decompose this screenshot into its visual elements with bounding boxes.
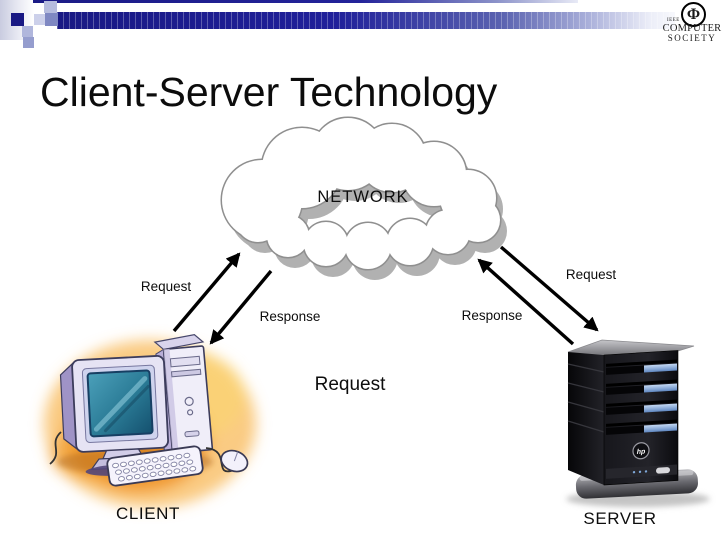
- server-request-label: Request: [565, 267, 617, 282]
- hp-logo: hp: [632, 442, 650, 460]
- client-computer-illustration: [44, 334, 256, 508]
- computer-text: COMPUTER: [662, 23, 722, 34]
- ieee-cs-emblem-icon: Φ: [681, 2, 706, 27]
- deco-square: [44, 1, 57, 13]
- client-node-label: CLIENT: [115, 504, 181, 523]
- network-label: NETWORK: [317, 188, 409, 206]
- server-front-panel: hp: [603, 350, 679, 486]
- client-monitor: [59, 355, 169, 477]
- server-response-label: Response: [461, 308, 523, 323]
- client-mouse: [220, 449, 249, 473]
- slide-title: Client-Server Technology: [40, 69, 498, 115]
- server-illustration: hp: [566, 339, 710, 507]
- deco-square: [34, 14, 45, 25]
- client-keyboard: [106, 445, 204, 487]
- client-tower: [153, 334, 214, 459]
- flow-arrows: [172, 245, 599, 346]
- svg-text:hp: hp: [637, 448, 646, 456]
- ieee-computer-society-logo: Φ IEEE COMPUTER SOCIETY: [660, 1, 724, 45]
- deco-square: [11, 13, 24, 26]
- server-node-label: SERVER: [583, 509, 657, 528]
- deco-square: [22, 26, 33, 37]
- server-drive-bays: [606, 359, 677, 435]
- client-request-label: Request: [140, 279, 192, 294]
- network-to-client-response-arrow: [209, 269, 273, 345]
- client-response-label: Response: [259, 309, 321, 324]
- orange-splash: [44, 340, 256, 508]
- header-striped-bar: [57, 12, 675, 29]
- monitor-cable: [49, 431, 62, 465]
- center-request-label: Request: [314, 374, 386, 395]
- header-thin-bar: [33, 0, 578, 3]
- deco-square: [23, 37, 34, 48]
- society-text: SOCIETY: [667, 33, 717, 43]
- mouse-cable: [205, 447, 235, 473]
- ieee-text: IEEE: [667, 18, 680, 23]
- deco-square: [45, 13, 58, 26]
